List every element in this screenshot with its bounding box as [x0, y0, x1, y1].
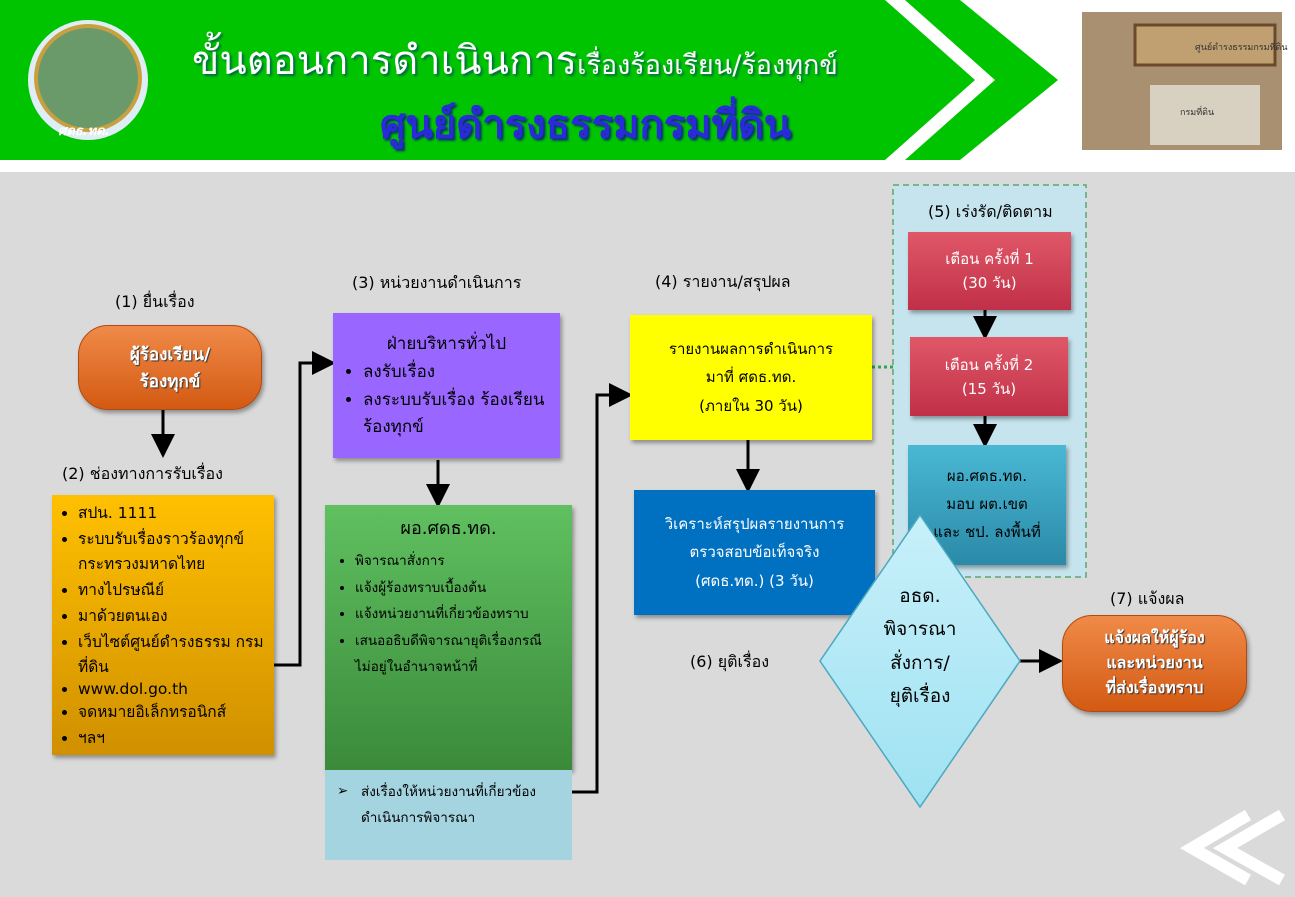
step2-label: (2) ช่องทางการรับเรื่อง [62, 464, 223, 483]
channel-item: ระบบรับเรื่องราวร้องทุกข์ กระทรวงมหาดไทย [78, 526, 266, 576]
header-banner [0, 0, 1282, 160]
director-title: ผอ.ศดธ.ทด. [400, 518, 497, 539]
assign-line: และ ชป. ลงพื้นที่ [933, 522, 1041, 541]
back-chevron-icon [1212, 809, 1286, 886]
director-item: พิจารณาสั่งการ [355, 549, 560, 575]
warning1-days: (30 วัน) [962, 274, 1017, 292]
step7-label: (7) แจ้งผล [1110, 589, 1185, 608]
analysis-line: วิเคราะห์สรุปผลรายงานการ [664, 514, 845, 533]
admin-title: ฝ่ายบริหารทั่วไป [386, 334, 507, 354]
photo-sign-text: ศูนย์ดำรงธรรมกรมที่ดิน [1195, 43, 1288, 53]
admin-box: ฝ่ายบริหารทั่วไป ลงรับเรื่องลงระบบรับเรื… [333, 313, 560, 458]
decision-line: พิจารณา [883, 618, 957, 641]
assign-box: ผอ.ศดธ.ทด. มอบ ผต.เขตและ ชป. ลงพื้นที่ [908, 445, 1066, 565]
decision-text: อธด. พิจารณาสั่งการ/ยุติเรื่อง [840, 580, 1000, 713]
logo-text: ศดธ.ทด. [58, 124, 110, 139]
decision-line: สั่งการ/ [890, 651, 950, 674]
decision-line: ยุติเรื่อง [889, 684, 951, 707]
warning1-box: เตือน ครั้งที่ 1 (30 วัน) [908, 232, 1071, 310]
photo-sign-text-2: กรมที่ดิน [1180, 108, 1215, 118]
step3-label: (3) หน่วยงานดำเนินการ [352, 273, 522, 292]
arrow-2-3 [274, 351, 336, 667]
logo-seal [34, 24, 142, 132]
decision-line: อธด. [899, 585, 941, 607]
warning2-days: (15 วัน) [961, 379, 1017, 398]
step1-label: (1) ยื่นเรื่อง [115, 292, 195, 311]
admin-item: ลงรับเรื่อง [363, 358, 548, 385]
arrow-3-4 [572, 383, 633, 794]
analysis-line: (ศดธ.ทด.) (3 วัน) [695, 571, 814, 590]
warning2-box: เตือน ครั้งที่ 2 (15 วัน) [910, 337, 1068, 416]
report-line: (ภายใน 30 วัน) [699, 396, 803, 415]
assign-line: ผอ.ศดธ.ทด. [946, 467, 1028, 486]
step5-label: (5) เร่งรัด/ติดตาม [928, 202, 1053, 221]
director-box: ผอ.ศดธ.ทด. พิจารณาสั่งการแจ้งผู้ร้องทราบ… [325, 505, 572, 770]
director-item: เสนออธิบดีพิจารณายุติเรื่องกรณี ไม่อยู่ใ… [355, 629, 560, 680]
director-item: แจ้งผู้ร้องทราบเบื้องต้น [355, 576, 560, 602]
report-line: รายงานผลการดำเนินการ [668, 339, 834, 358]
step4-label: (4) รายงาน/สรุปผล [655, 272, 791, 291]
analysis-line: ตรวจสอบข้อเท็จจริง [689, 543, 820, 562]
complainant-box: ผู้ร้องเรียน/ ร้องทุกข์ [78, 325, 262, 410]
warning2-title: เตือน ครั้งที่ 2 [944, 355, 1034, 374]
channel-item: www.dol.go.th [78, 680, 266, 698]
channel-item: สปน. 1111 [78, 500, 266, 525]
report-line: มาที่ ศดธ.ทด. [705, 368, 797, 387]
channel-item: มาด้วยตนเอง [78, 603, 266, 628]
notify-box: แจ้งผลให้ผู้ร้อง และหน่วยงาน ที่ส่งเรื่อ… [1062, 615, 1247, 712]
forward-text: ส่งเรื่องให้หน่วยงานที่เกี่ยวข้อง ดำเนิน… [361, 784, 537, 826]
channels-box: สปน. 1111 ระบบรับเรื่องราวร้องทุกข์ กระท… [52, 495, 274, 755]
forward-box: ➢ ส่งเรื่องให้หน่วยงานที่เกี่ยวข้อง ดำเน… [325, 770, 572, 860]
director-item: แจ้งหน่วยงานที่เกี่ยวข้องทราบ [355, 602, 560, 628]
warning1-title: เตือน ครั้งที่ 1 [945, 250, 1034, 268]
page-subtitle: ศูนย์ดำรงธรรมกรมที่ดิน [380, 102, 792, 148]
channel-item: ฯลฯ [78, 725, 266, 750]
channel-item: จดหมายอิเล็กทรอนิกส์ [78, 699, 266, 724]
channel-item: ทางไปรษณีย์ [78, 577, 266, 602]
header-green-arrow [0, 0, 975, 160]
admin-item: ลงระบบรับเรื่อง ร้องเรียนร้องทุกข์ [363, 386, 548, 440]
header-chevron [905, 0, 1058, 160]
assign-line: มอบ ผต.เขต [946, 495, 1028, 514]
channel-item: เว็บไซต์ศูนย์ดำรงธรรม กรมที่ดิน [78, 629, 266, 679]
step6-label: (6) ยุติเรื่อง [690, 652, 769, 671]
analysis-box: วิเคราะห์สรุปผลรายงานการตรวจสอบข้อเท็จจร… [634, 490, 875, 615]
report-box: รายงานผลการดำเนินการมาที่ ศดธ.ทด. (ภายใน … [630, 315, 872, 440]
page-title: ขั้นตอนการดำเนินการเรื่องร้องเรียน/ร้องท… [192, 38, 838, 84]
arrow-bullet-icon: ➢ [337, 783, 349, 799]
